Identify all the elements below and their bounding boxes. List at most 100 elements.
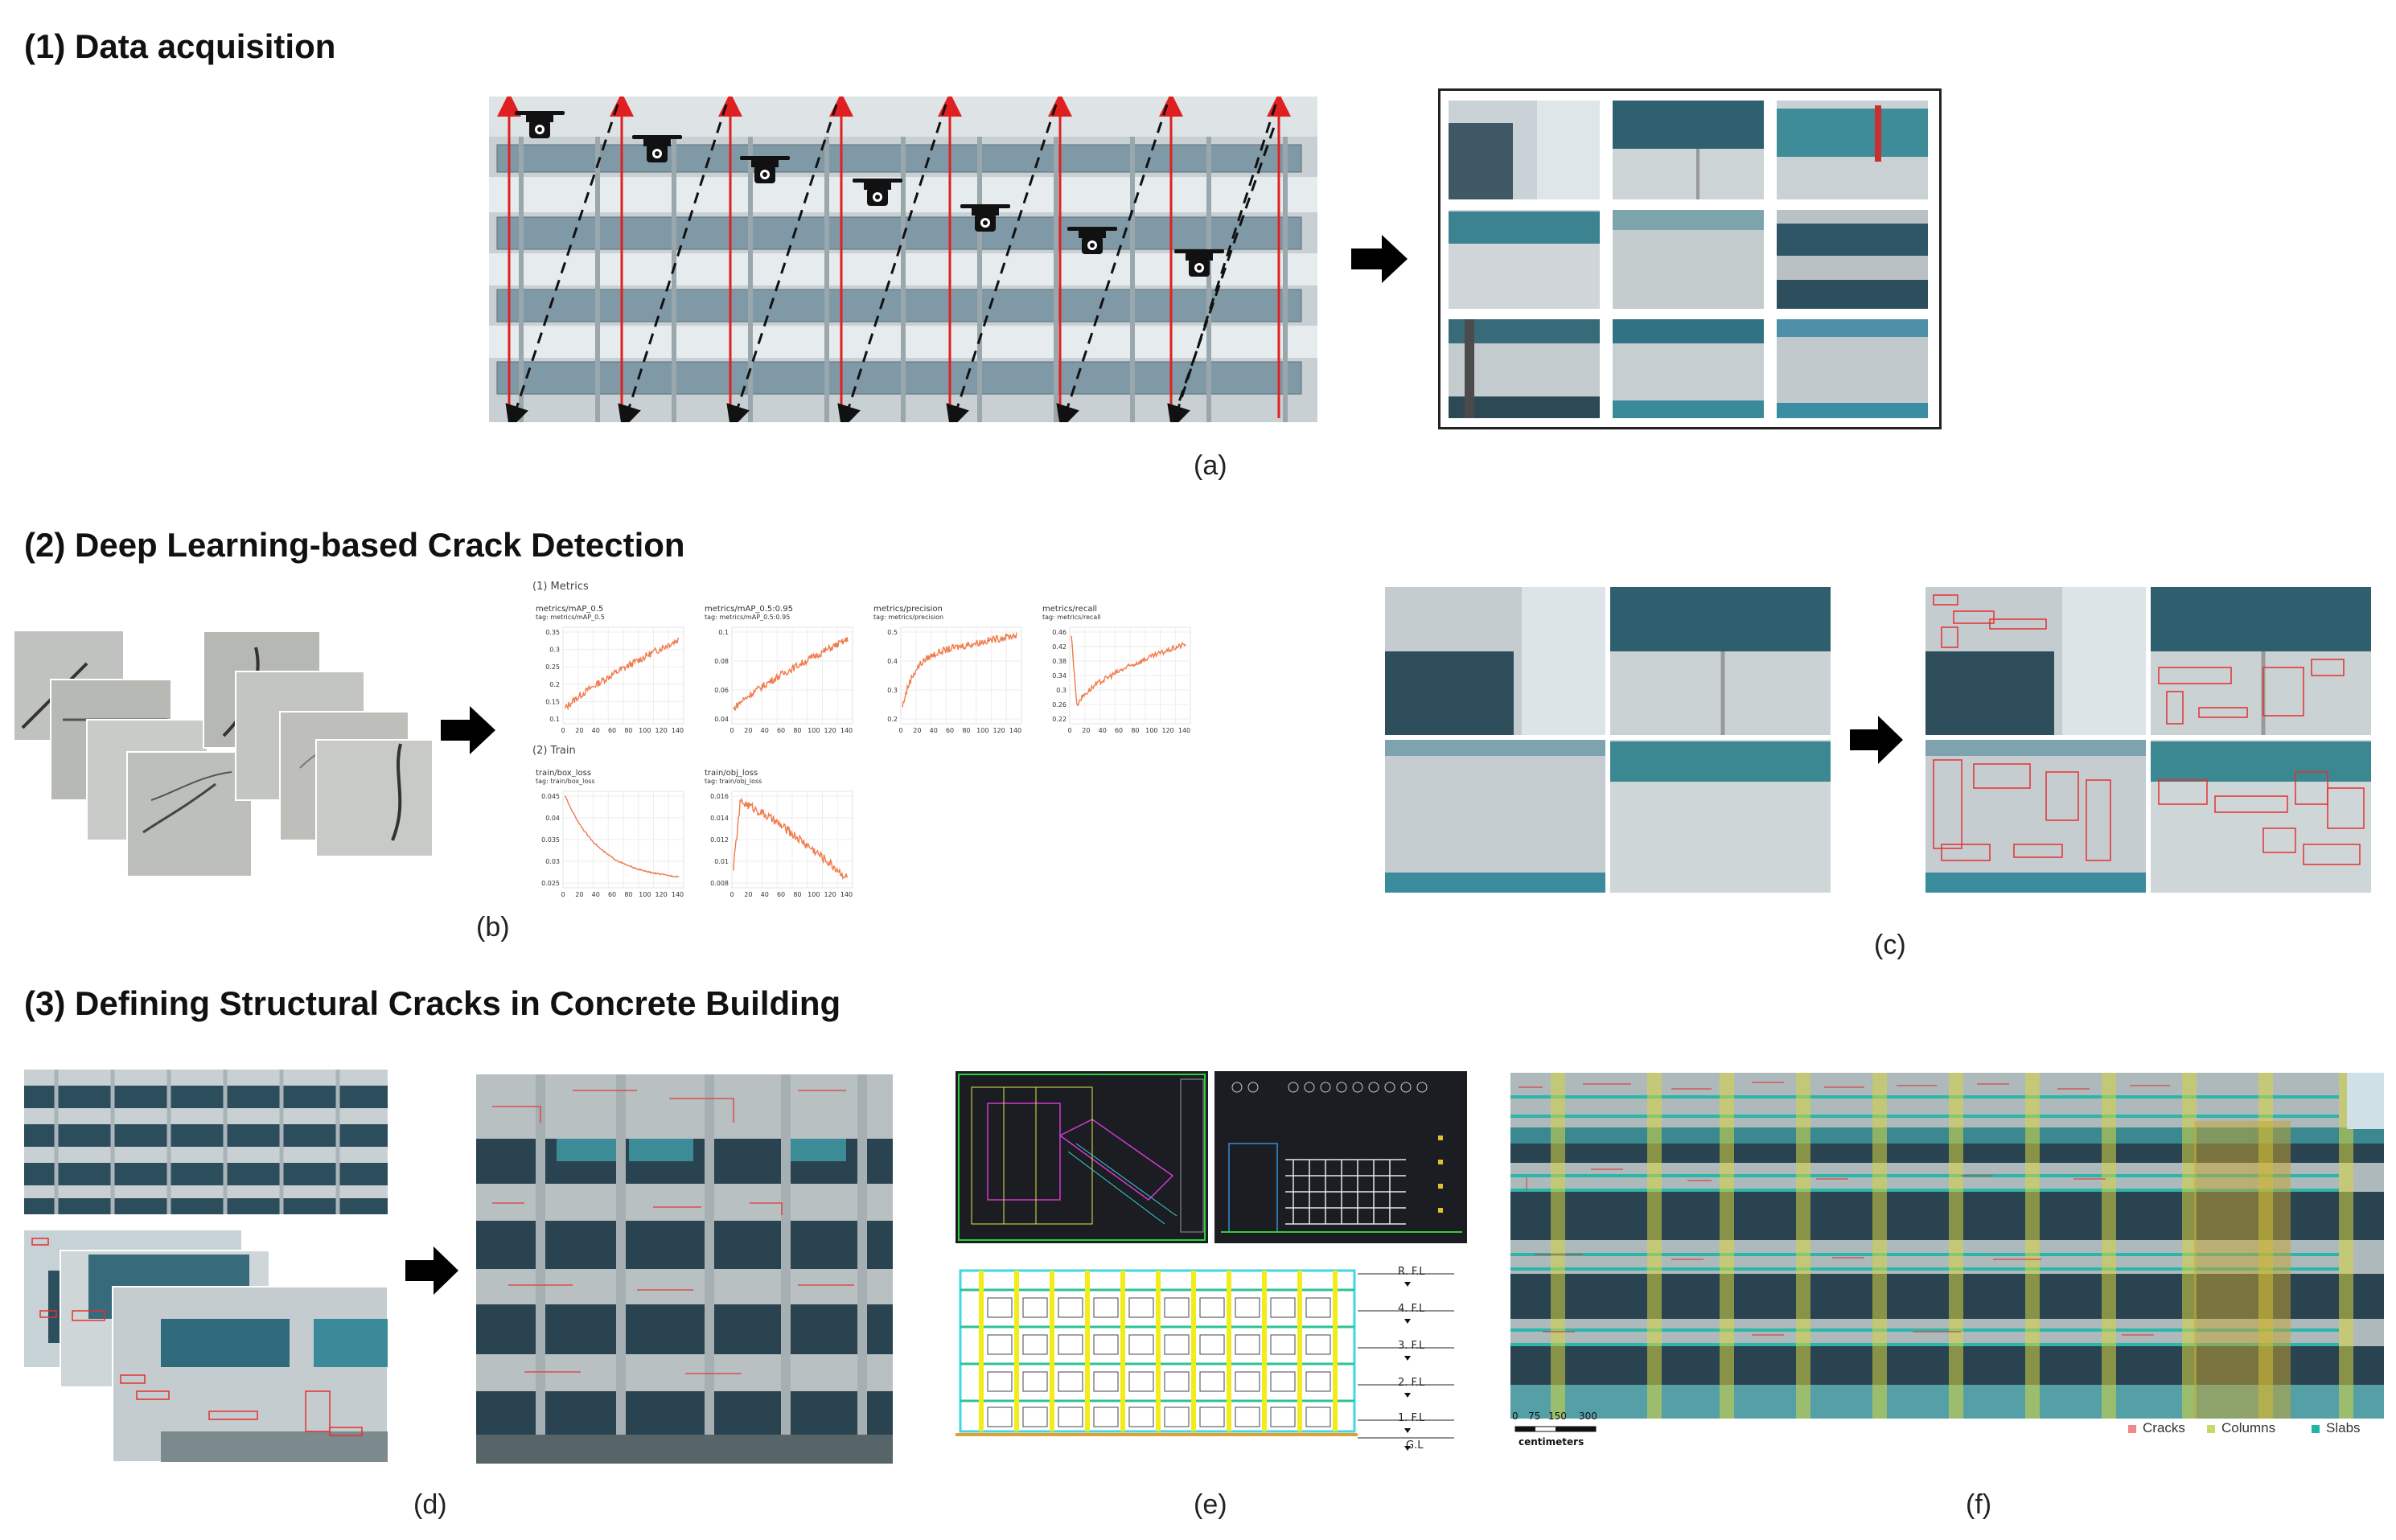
x-tick-label: 80 xyxy=(962,727,970,734)
scale-tick-300: 300 xyxy=(1579,1411,1597,1422)
x-tick-label: 60 xyxy=(777,891,785,898)
cad-drawings xyxy=(956,1071,1467,1461)
y-tick-label: 0.25 xyxy=(545,663,560,671)
y-tick-label: 0.26 xyxy=(1052,701,1066,708)
x-tick-label: 80 xyxy=(793,891,801,898)
detected-cracks-grid xyxy=(1925,587,2371,897)
y-tick-label: 0.22 xyxy=(1052,716,1066,723)
x-tick-label: 40 xyxy=(761,727,769,734)
panel-label-e: (e) xyxy=(1194,1489,1227,1520)
y-tick-label: 0.4 xyxy=(887,658,898,665)
right-arrow-icon xyxy=(405,1246,458,1299)
x-tick-label: 140 xyxy=(1009,727,1021,734)
x-tick-label: 80 xyxy=(793,727,801,734)
floor-label-3: 3. F.L xyxy=(1398,1340,1425,1352)
x-tick-label: 120 xyxy=(1162,727,1174,734)
chart-title: metrics/recall xyxy=(1042,605,1097,614)
y-tick-label: 0.008 xyxy=(710,880,729,887)
floor-label-4: 4. F.L xyxy=(1398,1303,1425,1315)
y-tick-label: 0.1 xyxy=(549,716,560,723)
x-tick-label: 100 xyxy=(808,727,820,734)
chart-title: train/box_loss xyxy=(536,769,591,778)
x-tick-label: 100 xyxy=(808,891,820,898)
panel-label-f: (f) xyxy=(1966,1489,1992,1520)
chart-title: metrics/mAP_0.5 xyxy=(536,605,603,614)
facade-source-images xyxy=(24,1070,388,1468)
x-tick-label: 40 xyxy=(930,727,938,734)
x-tick-label: 60 xyxy=(1115,727,1123,734)
chart-tag: tag: metrics/mAP_0.5:0.95 xyxy=(705,614,790,621)
x-tick-label: 20 xyxy=(913,727,921,734)
x-tick-label: 20 xyxy=(1082,727,1090,734)
scale-tick-75: 75 xyxy=(1528,1411,1541,1422)
panel-label-b: (b) xyxy=(476,912,510,942)
x-tick-label: 140 xyxy=(672,891,684,898)
section-heading-data-acquisition: (1) Data acquisition xyxy=(24,27,336,65)
x-tick-label: 140 xyxy=(1178,727,1190,734)
drone-icon xyxy=(513,106,566,144)
x-tick-label: 0 xyxy=(561,891,565,898)
x-tick-label: 20 xyxy=(744,727,752,734)
y-tick-label: 0.014 xyxy=(710,815,729,822)
panel-label-c: (c) xyxy=(1874,930,1906,960)
series-line xyxy=(902,632,1017,708)
input-images-grid xyxy=(1385,587,1831,897)
x-tick-label: 80 xyxy=(624,727,632,734)
x-tick-label: 120 xyxy=(656,727,668,734)
scale-tick-0: 0 xyxy=(1512,1411,1519,1422)
x-tick-label: 100 xyxy=(639,727,651,734)
x-tick-label: 40 xyxy=(1099,727,1107,734)
floor-label-2: 2. F.L xyxy=(1398,1377,1425,1389)
chart-tag: tag: train/obj_loss xyxy=(705,778,762,785)
series-line xyxy=(733,637,849,711)
stitched-facade-image xyxy=(476,1074,893,1468)
y-tick-label: 0.04 xyxy=(714,716,729,723)
floor-label-1: 1. F.L xyxy=(1398,1412,1425,1424)
y-tick-label: 0.1 xyxy=(718,629,729,636)
x-tick-label: 80 xyxy=(1131,727,1139,734)
y-tick-label: 0.045 xyxy=(541,793,560,800)
x-tick-label: 120 xyxy=(993,727,1005,734)
chart-tag: tag: train/box_loss xyxy=(536,778,595,785)
x-tick-label: 60 xyxy=(777,727,785,734)
section-heading-crack-detection: (2) Deep Learning-based Crack Detection xyxy=(24,526,685,564)
x-tick-label: 0 xyxy=(1067,727,1071,734)
floor-label-roof: R. F.L xyxy=(1398,1266,1425,1278)
drone-icon xyxy=(959,199,1012,237)
y-tick-label: 0.3 xyxy=(549,647,560,654)
x-tick-label: 0 xyxy=(898,727,902,734)
x-tick-label: 0 xyxy=(561,727,565,734)
scale-bar xyxy=(1514,1422,1602,1439)
train-group-title: (2) Train xyxy=(532,745,576,757)
captured-images-grid xyxy=(1438,88,1942,429)
y-tick-label: 0.5 xyxy=(887,629,898,636)
y-tick-label: 0.035 xyxy=(541,836,560,844)
x-tick-label: 40 xyxy=(592,891,600,898)
drone-icon xyxy=(738,151,791,189)
y-tick-label: 0.012 xyxy=(710,836,729,844)
x-tick-label: 100 xyxy=(1145,727,1157,734)
y-tick-label: 0.38 xyxy=(1052,658,1066,665)
x-tick-label: 120 xyxy=(824,727,836,734)
x-tick-label: 0 xyxy=(729,891,734,898)
y-tick-label: 0.025 xyxy=(541,880,560,887)
series-line xyxy=(1071,635,1186,707)
chart-title: metrics/mAP_0.5:0.95 xyxy=(705,605,793,614)
x-tick-label: 140 xyxy=(840,891,853,898)
y-tick-label: 0.42 xyxy=(1052,643,1066,651)
chart-tag: tag: metrics/recall xyxy=(1042,614,1101,621)
floor-label-ground: G.L xyxy=(1406,1439,1424,1452)
y-tick-label: 0.3 xyxy=(1056,687,1066,694)
panel-label-a: (a) xyxy=(1194,450,1227,481)
legend-label-columns: Columns xyxy=(2221,1420,2276,1435)
series-line xyxy=(564,637,680,711)
y-tick-label: 0.04 xyxy=(545,815,560,822)
y-tick-label: 0.15 xyxy=(545,698,560,705)
right-arrow-icon xyxy=(441,706,495,758)
x-tick-label: 40 xyxy=(592,727,600,734)
right-arrow-icon xyxy=(1850,716,1903,768)
legend-swatch-columns xyxy=(2207,1425,2215,1433)
x-tick-label: 80 xyxy=(624,891,632,898)
